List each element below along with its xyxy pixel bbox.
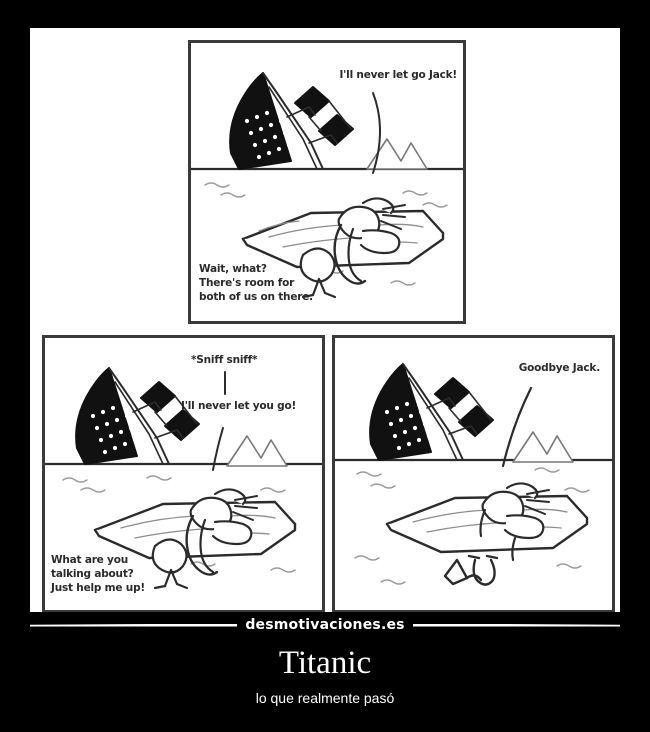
watermark-label: desmotivaciones.es <box>245 617 405 633</box>
panel-3-scene <box>335 363 612 586</box>
water-ripples <box>62 475 296 573</box>
comic-panel-1: I'll never let go Jack! Wait, what? Ther… <box>188 40 466 324</box>
water-ripples <box>354 467 590 585</box>
iceberg <box>512 431 574 463</box>
speech-line-1 <box>372 92 381 174</box>
ship-portholes <box>384 401 432 451</box>
rose-character <box>479 482 550 562</box>
panel-2-scene <box>45 367 322 590</box>
panel-2-caption-bottom: What are you talking about? Just help me… <box>51 554 145 595</box>
ship-hull <box>75 367 138 465</box>
jack-character <box>151 514 219 590</box>
ship-funnels <box>132 381 200 441</box>
rose-character <box>189 488 258 546</box>
ship-funnels <box>286 86 354 146</box>
poster-frame: I'll never let go Jack! Wait, what? Ther… <box>30 28 620 620</box>
ship-hull <box>369 363 432 461</box>
ship-portholes <box>90 405 138 455</box>
panel-1-scene <box>191 72 463 299</box>
watermark-rule-right <box>412 623 621 627</box>
watermark-rule-left <box>30 623 238 627</box>
jack-character <box>299 223 367 299</box>
iceberg <box>366 138 428 170</box>
speech-line-3 <box>501 386 533 468</box>
speech-line-2b <box>212 427 224 471</box>
ship-deck <box>402 363 464 461</box>
panel-2-caption-never: I'll never let you go! <box>181 400 297 412</box>
poster-title: Titanic <box>278 645 372 681</box>
ship-portholes <box>244 110 292 160</box>
panel-3-caption: Goodbye Jack. <box>518 362 600 374</box>
panel-1-caption-bottom: Wait, what? There's room for both of us … <box>199 263 313 304</box>
poster-subtitle: lo que realmente pasó <box>255 690 395 706</box>
iceberg <box>226 435 288 467</box>
panel-1-caption-top: I'll never let go Jack! <box>339 69 457 81</box>
jack-sinking-legs <box>443 554 499 586</box>
comic-strip: I'll never let go Jack! Wait, what? Ther… <box>32 30 618 618</box>
panel-2-caption-sniff: *Sniff sniff* <box>191 354 258 366</box>
ship-deck <box>108 367 170 465</box>
ship-funnels <box>426 377 494 437</box>
ship-deck <box>262 72 324 170</box>
rose-character <box>337 197 406 255</box>
watermark-band: desmotivaciones.es <box>30 612 621 638</box>
comic-panel-2: *Sniff sniff* I'll never let you go! Wha… <box>42 335 325 613</box>
comic-panel-3: Goodbye Jack. <box>332 335 615 613</box>
ship-hull <box>229 72 292 170</box>
